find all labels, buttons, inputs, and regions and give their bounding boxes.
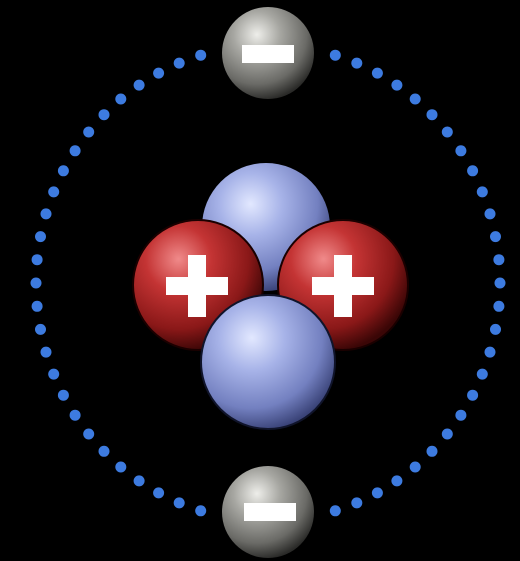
orbit-dot <box>427 109 438 120</box>
orbit-dot <box>493 254 504 265</box>
orbit-dot <box>410 462 421 473</box>
orbit-dot <box>115 462 126 473</box>
orbit-dot <box>48 369 59 380</box>
orbit-dot <box>351 58 362 69</box>
orbit-dot <box>195 50 206 61</box>
orbit-dot <box>134 80 145 91</box>
minus-icon <box>244 503 296 521</box>
orbit-dot <box>31 278 42 289</box>
orbit-dot <box>330 50 341 61</box>
orbit-dot <box>427 446 438 457</box>
orbit-dot <box>391 80 402 91</box>
orbit-dot <box>35 324 46 335</box>
orbit-dot <box>58 390 69 401</box>
orbit-dot <box>485 208 496 219</box>
orbit-dot <box>153 68 164 79</box>
orbit-dot <box>372 68 383 79</box>
electron-top <box>222 7 314 99</box>
orbit-dot <box>455 410 466 421</box>
orbit-dot <box>153 487 164 498</box>
orbit-dot <box>70 145 81 156</box>
orbit-dot <box>477 186 488 197</box>
orbit-dot <box>330 505 341 516</box>
electron-bottom <box>222 466 314 558</box>
orbit-dot <box>99 446 110 457</box>
orbit-dot <box>391 475 402 486</box>
orbit-dot <box>490 231 501 242</box>
minus-icon <box>242 45 294 63</box>
orbit-dot <box>83 429 94 440</box>
orbit-dot <box>195 505 206 516</box>
orbit-dot <box>351 497 362 508</box>
orbit-dot <box>467 390 478 401</box>
orbit-dot <box>442 429 453 440</box>
orbit-dot <box>372 487 383 498</box>
orbit-dot <box>467 165 478 176</box>
orbit-dot <box>477 369 488 380</box>
orbit-dot <box>58 165 69 176</box>
orbit-dot <box>70 410 81 421</box>
nucleus <box>133 163 408 429</box>
orbit-dot <box>115 94 126 105</box>
orbit-dot <box>83 127 94 138</box>
orbit-dot <box>174 497 185 508</box>
orbit-dot <box>493 301 504 312</box>
orbit-dot <box>490 324 501 335</box>
orbit-dot <box>32 254 43 265</box>
neutron-bottom <box>201 295 335 429</box>
orbit-dot <box>495 278 506 289</box>
orbit-dot <box>32 301 43 312</box>
orbit-dot <box>35 231 46 242</box>
orbit-dot <box>410 94 421 105</box>
orbit-dot <box>48 186 59 197</box>
orbit-dot <box>41 208 52 219</box>
orbit-dot <box>174 58 185 69</box>
orbit-dot <box>99 109 110 120</box>
orbit-dot <box>442 127 453 138</box>
orbit-dot <box>134 475 145 486</box>
orbit-dot <box>485 347 496 358</box>
orbit-dot <box>41 347 52 358</box>
orbit-dot <box>455 145 466 156</box>
